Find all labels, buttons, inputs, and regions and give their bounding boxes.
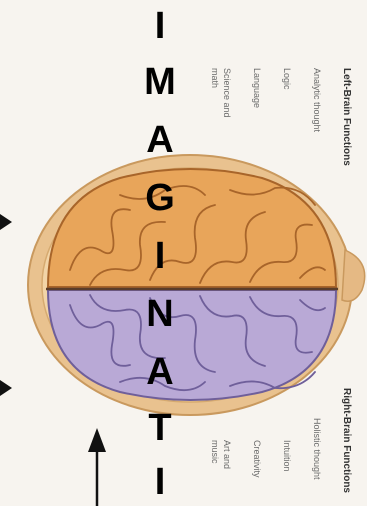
overlay-letter: I <box>138 6 182 46</box>
overlay-letter: A <box>138 352 182 392</box>
overlay-letter: A <box>138 120 182 160</box>
left-brain-item: Logic <box>282 68 292 90</box>
overlay-letter: T <box>138 408 182 448</box>
overlay-letter: M <box>138 62 182 102</box>
overlay-letter: N <box>138 294 182 334</box>
overlay-letter: I <box>138 462 182 502</box>
left-brain-item: Language <box>252 68 262 108</box>
left-brain-item: Analytic thought <box>312 68 322 132</box>
right-brain-title: Right-Brain Functions <box>341 388 352 493</box>
overlay-letter: G <box>138 178 182 218</box>
overlay-letter: I <box>138 236 182 276</box>
right-brain-item: Holistic thought <box>312 418 322 480</box>
left-brain-title: Left-Brain Functions <box>341 68 352 166</box>
right-brain-item: music <box>210 440 220 464</box>
left-brain-item: math <box>210 68 220 88</box>
right-brain-item: Intuition <box>282 440 292 472</box>
imagination-letters: I M A G I N A T I <box>138 0 182 506</box>
right-brain-item: Creativity <box>252 440 262 478</box>
left-brain-item: Science and <box>222 68 232 118</box>
right-brain-item: Art and <box>222 440 232 469</box>
